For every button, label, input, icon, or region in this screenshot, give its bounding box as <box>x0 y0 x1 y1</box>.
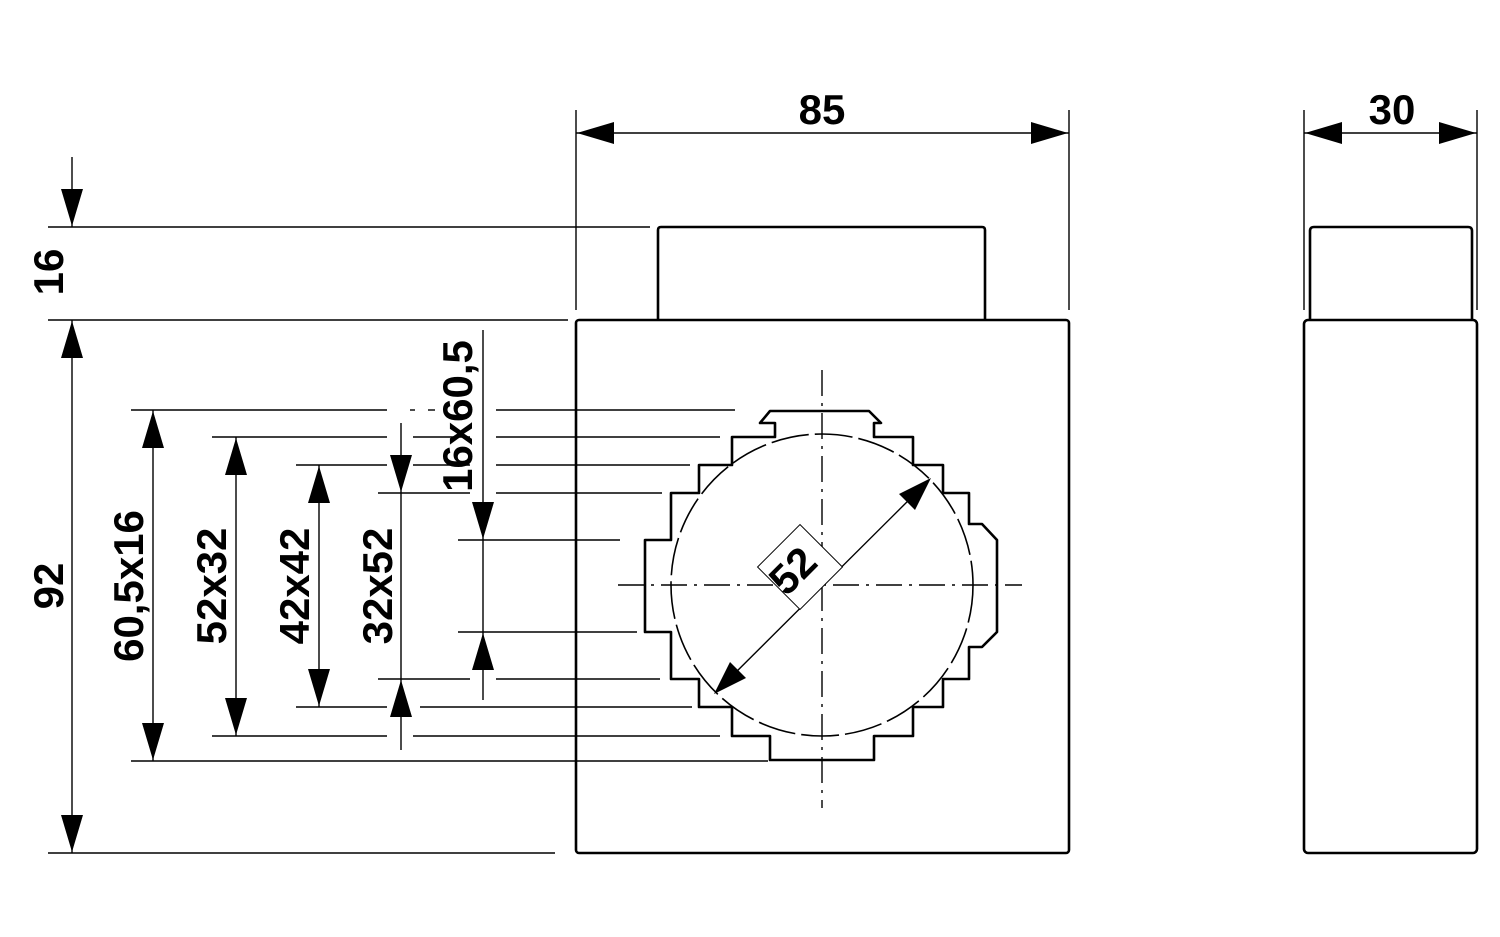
width-label: 85 <box>799 86 846 133</box>
width-arrow-left <box>577 122 614 144</box>
top-height-dimension: 16 <box>25 157 650 321</box>
body-height-label: 92 <box>25 563 72 610</box>
bar-60-5x16-label: 60,5x16 <box>105 510 152 662</box>
width-dimension: 85 <box>575 86 1070 310</box>
stepped-window-outline <box>643 409 999 762</box>
diameter-arrow-bottom <box>714 662 746 694</box>
bar-16x60-5-label: 16x60,5 <box>434 340 481 492</box>
bar-32x52-label: 32x52 <box>354 528 401 645</box>
front-view: 52 <box>574 225 1071 855</box>
bar-52x32-label: 52x32 <box>188 528 235 645</box>
diameter-arrow-top <box>899 478 931 510</box>
bar-42x42-dimension: 42x42 <box>271 464 692 708</box>
body-height-dimension: 92 <box>25 320 555 854</box>
diameter-label-box <box>756 523 844 611</box>
front-main-body <box>574 318 1071 855</box>
side-view <box>1302 225 1479 855</box>
side-top-housing <box>1308 225 1474 320</box>
depth-arrow-right <box>1439 122 1476 144</box>
body-height-arrow-bottom <box>61 815 83 852</box>
body-height-arrow-top <box>61 321 83 358</box>
depth-arrow-left <box>1305 122 1342 144</box>
bar-42x42-label: 42x42 <box>271 528 318 645</box>
front-top-housing <box>656 225 987 321</box>
bar-16x60-5-dimension: 16x60,5 <box>434 330 637 700</box>
top-height-arrow <box>61 189 83 226</box>
side-main-body <box>1302 318 1479 855</box>
bar-32x52-dimension: 32x52 <box>354 423 662 750</box>
width-arrow-right <box>1031 122 1068 144</box>
depth-label: 30 <box>1369 86 1416 133</box>
top-height-label: 16 <box>25 249 72 296</box>
bar-60-5x16-dimension: 60,5x16 <box>105 409 768 762</box>
depth-dimension: 30 <box>1303 86 1478 310</box>
bar-52x32-dimension: 52x32 <box>188 436 720 737</box>
